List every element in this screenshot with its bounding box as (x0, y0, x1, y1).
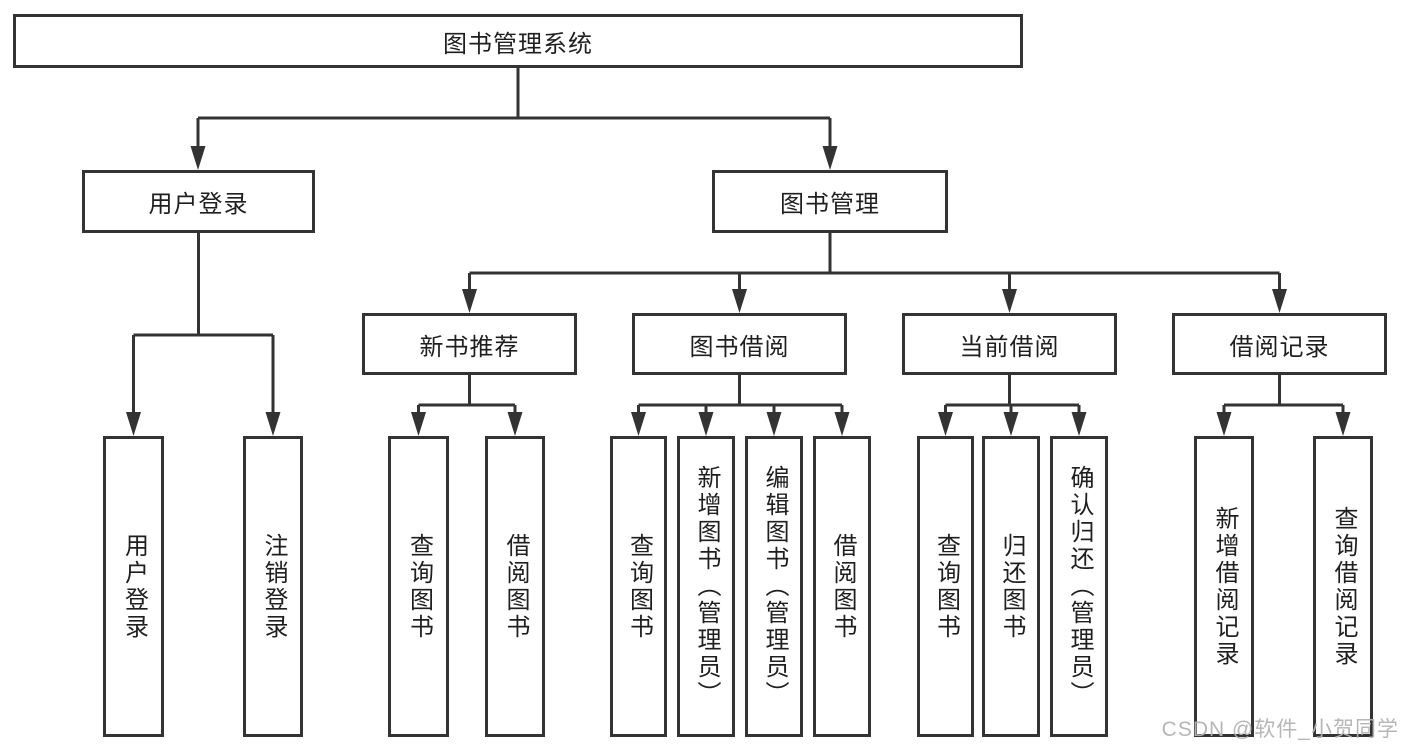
node-label: 借阅图书 (502, 532, 529, 641)
leaf-query-books-current: 查询图书 (917, 436, 974, 737)
leaf-query-borrow-record: 查询借阅记录 (1313, 436, 1373, 737)
leaf-edit-books-admin: 编辑图书（管理员） (745, 436, 803, 737)
node-label: 编辑图书（管理员） (761, 465, 788, 708)
node-borrowing-records: 借阅记录 (1172, 313, 1387, 375)
node-label: 用户登录 (120, 532, 148, 641)
leaf-query-books-borrowing: 查询图书 (610, 436, 667, 737)
node-label: 确认归还（管理员） (1066, 465, 1093, 708)
node-user-login: 用户登录 (82, 170, 315, 233)
leaf-add-books-admin: 新增图书（管理员） (677, 436, 735, 737)
leaf-confirm-return-admin: 确认归还（管理员） (1050, 436, 1108, 737)
node-label: 查询图书 (625, 532, 653, 641)
node-label: 新增借阅记录 (1211, 505, 1238, 668)
leaf-logout: 注销登录 (243, 436, 303, 737)
node-label: 归还图书 (998, 532, 1025, 641)
leaf-borrow-books-borrowing: 借阅图书 (813, 436, 871, 737)
node-new-book-recommendation: 新书推荐 (362, 313, 577, 375)
node-label: 查询借阅记录 (1330, 505, 1357, 668)
node-library-management-system: 图书管理系统 (13, 14, 1023, 68)
leaf-user-login: 用户登录 (103, 436, 164, 737)
node-label: 借阅图书 (829, 532, 856, 641)
node-book-management: 图书管理 (712, 170, 948, 233)
node-label: 用户登录 (148, 191, 249, 218)
node-label: 查询图书 (405, 532, 433, 641)
node-label: 新书推荐 (419, 333, 520, 361)
node-label: 图书借阅 (689, 333, 790, 361)
leaf-borrow-books-recommend: 借阅图书 (485, 436, 545, 737)
node-book-borrowing: 图书借阅 (632, 313, 847, 375)
node-label: 查询图书 (932, 532, 960, 641)
node-label: 注销登录 (260, 532, 287, 641)
leaf-return-books: 归还图书 (982, 436, 1040, 737)
node-current-borrowing: 当前借阅 (902, 313, 1117, 375)
leaf-query-books-recommend: 查询图书 (388, 436, 449, 737)
watermark-text: CSDN @软件_小贺同学 (1161, 718, 1399, 741)
node-label: 借阅记录 (1229, 333, 1330, 361)
node-label: 新增图书（管理员） (693, 465, 720, 708)
node-label: 图书管理系统 (443, 30, 593, 58)
leaf-add-borrow-record: 新增借阅记录 (1194, 436, 1254, 737)
node-label: 图书管理 (780, 191, 880, 218)
node-label: 当前借阅 (959, 333, 1060, 361)
